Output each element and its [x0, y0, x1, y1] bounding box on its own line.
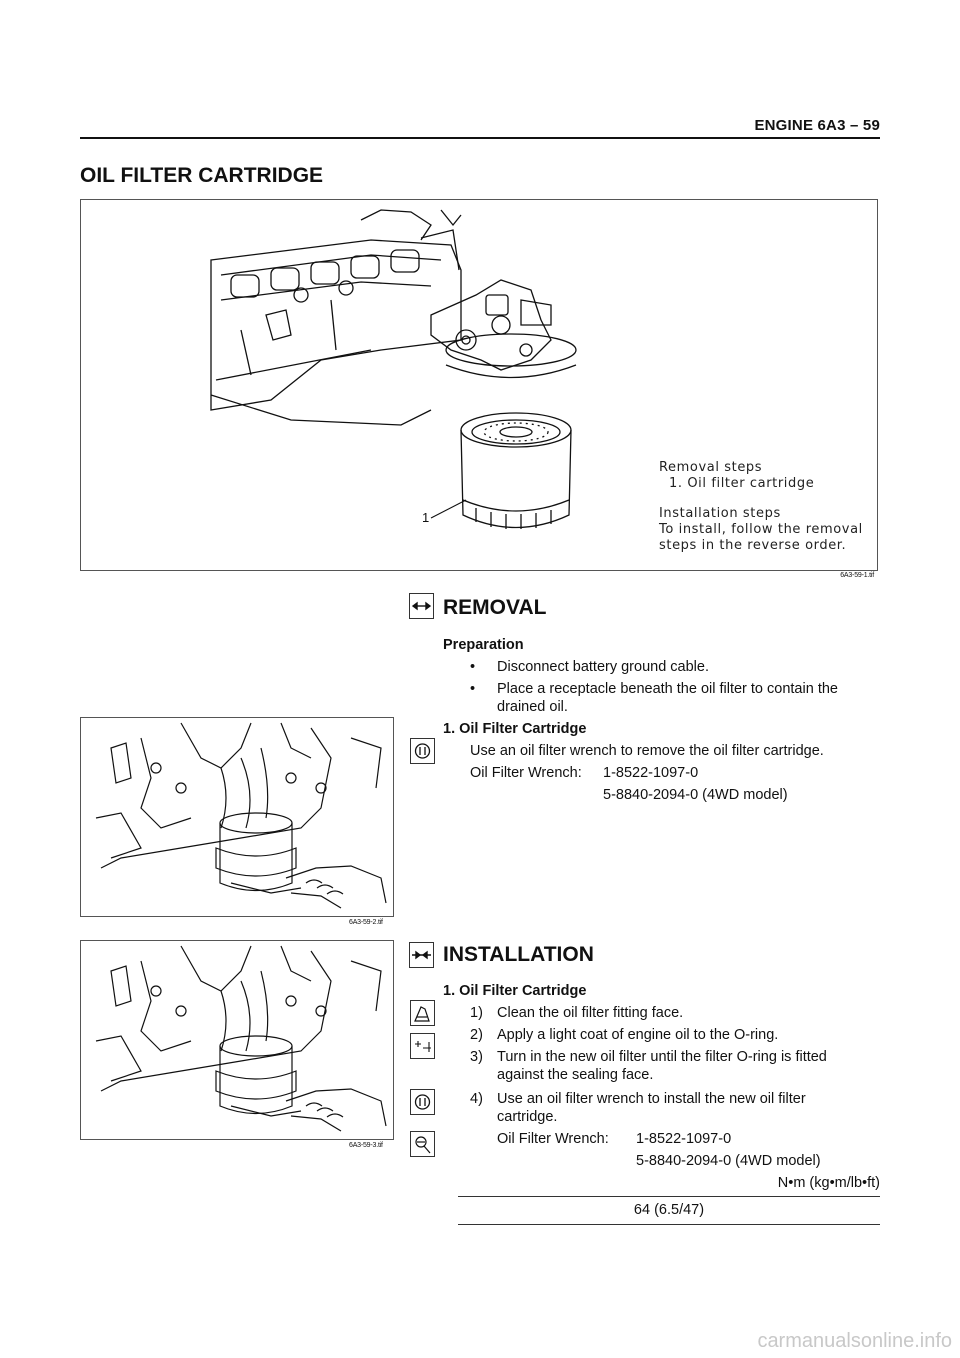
callout-label: 1	[422, 510, 430, 525]
install-step-number: 3)	[470, 1049, 483, 1065]
installation-illustration	[80, 940, 394, 1140]
tool-number: 5-8840-2094-0 (4WD model)	[636, 1153, 821, 1169]
tool-number: 1-8522-1097-0	[636, 1131, 732, 1147]
legend-removal-item: 1. Oil filter cartridge	[669, 476, 815, 491]
removal-step-text: Use an oil filter wrench to remove the o…	[470, 743, 824, 759]
figure3-caption: 6A3-59-3.tif	[349, 1142, 383, 1149]
install-step-number: 1)	[470, 1005, 483, 1021]
legend-install-heading: Installation steps	[659, 506, 781, 521]
figure2-caption: 6A3-59-2.tif	[349, 919, 383, 926]
figure-legend: Removal steps 1. Oil filter cartridge In…	[659, 460, 863, 554]
oil-can-icon	[410, 1033, 435, 1059]
removal-step-title: 1. Oil Filter Cartridge	[443, 721, 587, 737]
cleaning-icon	[410, 1000, 435, 1026]
torque-unit: N•m (kg•m/lb•ft)	[777, 1175, 880, 1191]
section-title: OIL FILTER CARTRIDGE	[80, 164, 324, 187]
bullet-mark: •	[470, 681, 476, 697]
bullet-item: Disconnect battery ground cable.	[497, 659, 709, 675]
bullet-mark: •	[470, 659, 476, 675]
install-step-number: 4)	[470, 1091, 483, 1107]
bullet-item-continued: drained oil.	[497, 699, 568, 715]
install-step-text: Apply a light coat of engine oil to the …	[497, 1027, 779, 1043]
removal-heading: REMOVAL	[443, 596, 547, 619]
watermark: carmanualsonline.info	[757, 1330, 952, 1352]
torque-wrench-icon	[410, 1131, 435, 1157]
legend-install-line2: steps in the reverse order.	[659, 538, 847, 553]
install-step-text: Use an oil filter wrench to install the …	[497, 1091, 806, 1107]
torque-value: 64 (6.5/47)	[633, 1202, 705, 1218]
figure1-caption: 6A3-59-1.tif	[840, 572, 874, 579]
torque-table-rule	[458, 1224, 880, 1225]
install-step-number: 2)	[470, 1027, 483, 1043]
legend-install-line1: To install, follow the removal	[659, 522, 863, 537]
engine-filter-illustration	[210, 209, 577, 529]
page-header-title: ENGINE 6A3 – 59	[754, 117, 880, 134]
removal-illustration	[80, 717, 394, 917]
removal-arrows-icon	[409, 593, 434, 619]
installation-step-title: 1. Oil Filter Cartridge	[443, 983, 587, 999]
exploded-view-figure: 1 Removal steps 1. Oil filter cartridge …	[80, 199, 878, 571]
tool-number: 5-8840-2094-0 (4WD model)	[603, 787, 788, 803]
torque-table-rule	[458, 1196, 880, 1197]
tool-label: Oil Filter Wrench:	[497, 1131, 609, 1147]
legend-removal-heading: Removal steps	[659, 460, 763, 475]
install-step-text: Turn in the new oil filter until the fil…	[497, 1049, 827, 1065]
filter-wrench-icon	[410, 738, 435, 764]
install-step-text-continued: against the sealing face.	[497, 1067, 654, 1083]
tool-number: 1-8522-1097-0	[603, 765, 699, 781]
tool-label: Oil Filter Wrench:	[470, 765, 582, 781]
installation-heading: INSTALLATION	[443, 943, 594, 966]
header-rule	[80, 137, 880, 139]
filter-wrench-icon	[410, 1089, 435, 1115]
install-step-text-continued: cartridge.	[497, 1109, 558, 1125]
preparation-label: Preparation	[443, 637, 524, 653]
bullet-item: Place a receptacle beneath the oil filte…	[497, 681, 838, 697]
installation-arrows-icon	[409, 942, 434, 968]
install-step-text: Clean the oil filter fitting face.	[497, 1005, 684, 1021]
